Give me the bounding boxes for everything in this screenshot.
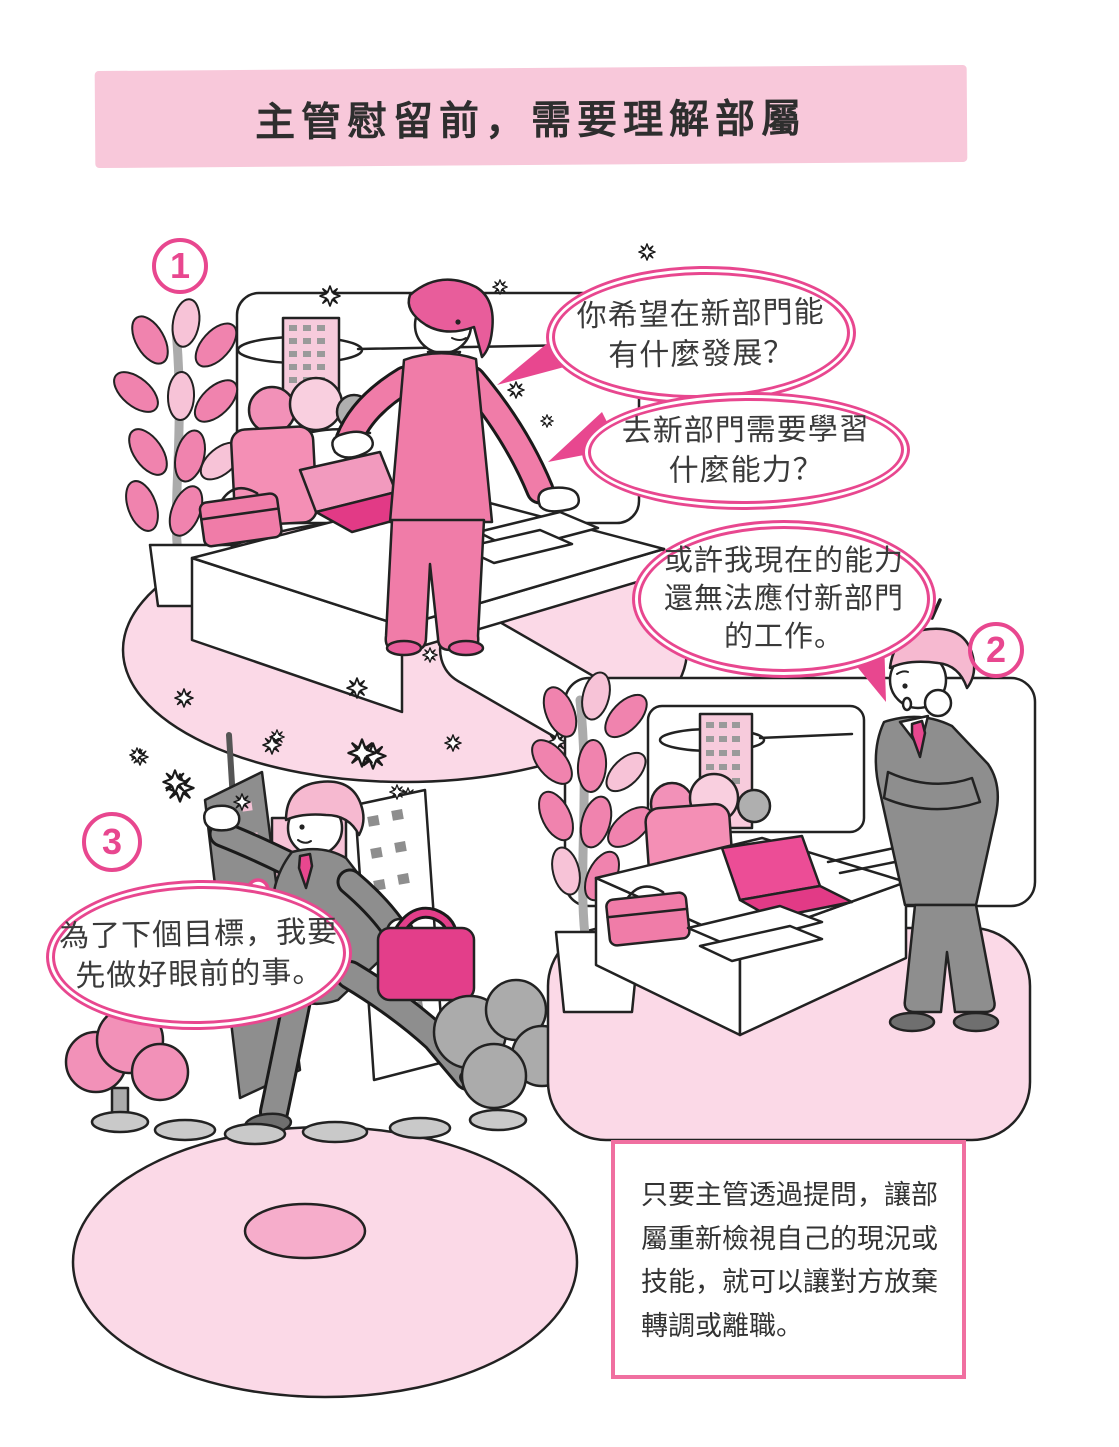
thinking-subordinate-figure: [874, 627, 1000, 1033]
marker-number: 2: [985, 629, 1007, 670]
bubble-line: 有什麼發展？: [608, 336, 795, 373]
folded-arm: [882, 770, 982, 811]
bubble-line: 什麼能力？: [668, 453, 824, 488]
bush: [736, 788, 772, 824]
papers: [686, 904, 824, 948]
shoe: [888, 1011, 936, 1033]
scene-marker-1: 1: [152, 238, 208, 294]
page-title: 主管慰留前，需要理解部屬: [254, 96, 808, 145]
hair: [407, 278, 494, 359]
marker-number: 1: [169, 245, 191, 286]
scene-1-manager-office: [105, 242, 737, 817]
papers: [460, 528, 574, 565]
legs: [903, 903, 996, 1014]
bubble-line: 去新部門需要學習: [621, 413, 870, 449]
scene-3-street: [64, 731, 579, 1399]
hand: [537, 486, 580, 513]
briefcase: [376, 906, 476, 1002]
speech-bubble-subordinate-reflection: 或許我現在的能力 還無法應付新部門 的工作。: [638, 526, 930, 672]
hair: [888, 627, 976, 690]
shoe: [952, 1011, 1000, 1033]
caption-text: 只要主管透過提問，讓部屬重新檢視自己的現況或技能，就可以讓對方放棄轉調或離職。: [641, 1180, 938, 1342]
bubble-line: 的工作。: [723, 621, 844, 654]
bubble-line: 為了下個目標，我要: [58, 915, 339, 954]
scene-marker-3: 3: [82, 812, 142, 872]
tie: [297, 852, 314, 890]
bubble-line: 或許我現在的能力: [663, 544, 904, 577]
gravel: [90, 1108, 528, 1146]
briefcase-on-desk: [198, 486, 283, 548]
scene3-floor-disc: [71, 1125, 579, 1399]
bubble-line: 先做好眼前的事。: [75, 955, 324, 994]
goal-oval: [243, 1202, 367, 1260]
scene-marker-2: 2: [968, 622, 1024, 678]
briefcase-on-desk: [605, 885, 691, 947]
manager-figure: [331, 278, 580, 657]
tie: [910, 719, 927, 759]
hair: [284, 780, 365, 837]
hand: [203, 804, 241, 832]
bubble-line: 你希望在新部門能: [576, 296, 825, 334]
shoe: [447, 639, 485, 657]
papers: [698, 924, 824, 963]
bush: [288, 376, 344, 432]
scene-2-subordinate-office: [523, 598, 1037, 1142]
marker-number: 3: [101, 821, 123, 862]
hand: [331, 430, 374, 459]
pink-bush: [64, 1005, 190, 1130]
caption-box: 只要主管透過提問，讓部屬重新檢視自己的現況或技能，就可以讓對方放棄轉調或離職。: [611, 1140, 966, 1379]
shoe: [385, 639, 423, 657]
bubble-line: 還無法應付新部門: [663, 582, 904, 615]
torso: [388, 352, 494, 524]
title-banner: 主管慰留前，需要理解部屬: [94, 64, 968, 169]
hand-on-chin: [923, 688, 953, 718]
